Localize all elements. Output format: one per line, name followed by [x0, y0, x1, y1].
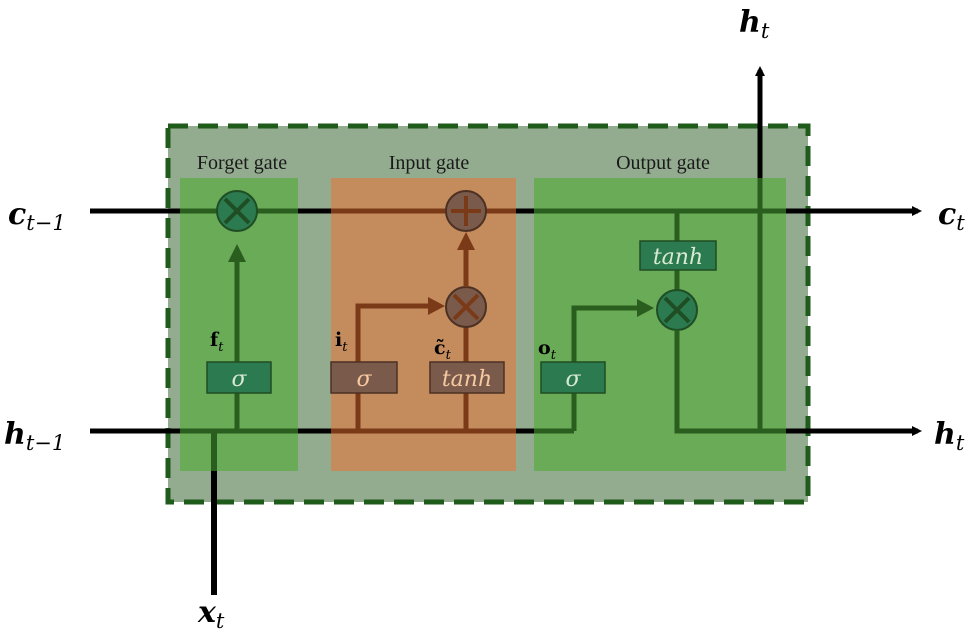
output-sigma-arrow-head — [637, 299, 654, 317]
input-multiply-icon-b — [452, 293, 480, 321]
output-sigma-to-multiply — [571, 305, 640, 362]
forget-gate-title: Forget gate — [197, 152, 287, 174]
h-top-label: ht — [739, 5, 770, 43]
output-multiply-icon-b — [663, 296, 691, 324]
forget-signal-label: ft — [210, 329, 224, 355]
forget-arrow-head — [228, 244, 246, 262]
output-sigma-box — [540, 361, 606, 394]
output-gate-title: Output gate — [616, 152, 710, 174]
output-signal-label: ot — [538, 337, 557, 363]
input-tanh-text: tanh — [442, 367, 492, 392]
c-prev-label: ct−1 — [8, 197, 66, 235]
input-sigma-arrow-head — [428, 297, 445, 315]
input-add-arrow-head — [457, 232, 475, 250]
output-tanh-text: tanh — [653, 245, 703, 270]
h-out-label: ht — [934, 417, 965, 455]
input-signal-label: it — [335, 329, 348, 355]
c-out-label: ct — [938, 197, 965, 235]
input-gate-region — [331, 178, 516, 471]
output-to-hidden-line — [674, 330, 786, 434]
forget-multiply-icon-b — [223, 197, 251, 225]
h-prev-label: ht−1 — [4, 417, 65, 455]
input-tanh-box — [429, 361, 505, 394]
input-sigma-box — [330, 361, 398, 394]
input-sigma-text: σ — [356, 367, 372, 392]
forget-sigma-box — [206, 361, 272, 394]
output-sigma-text: σ — [565, 367, 581, 392]
x-label: xt — [197, 595, 225, 633]
output-tanh-box — [639, 240, 717, 271]
forget-sigma-text: σ — [231, 367, 247, 392]
candidate-signal-label: c̃t — [434, 337, 452, 363]
input-sigma-to-multiply — [355, 303, 431, 362]
input-gate-title: Input gate — [389, 152, 470, 174]
